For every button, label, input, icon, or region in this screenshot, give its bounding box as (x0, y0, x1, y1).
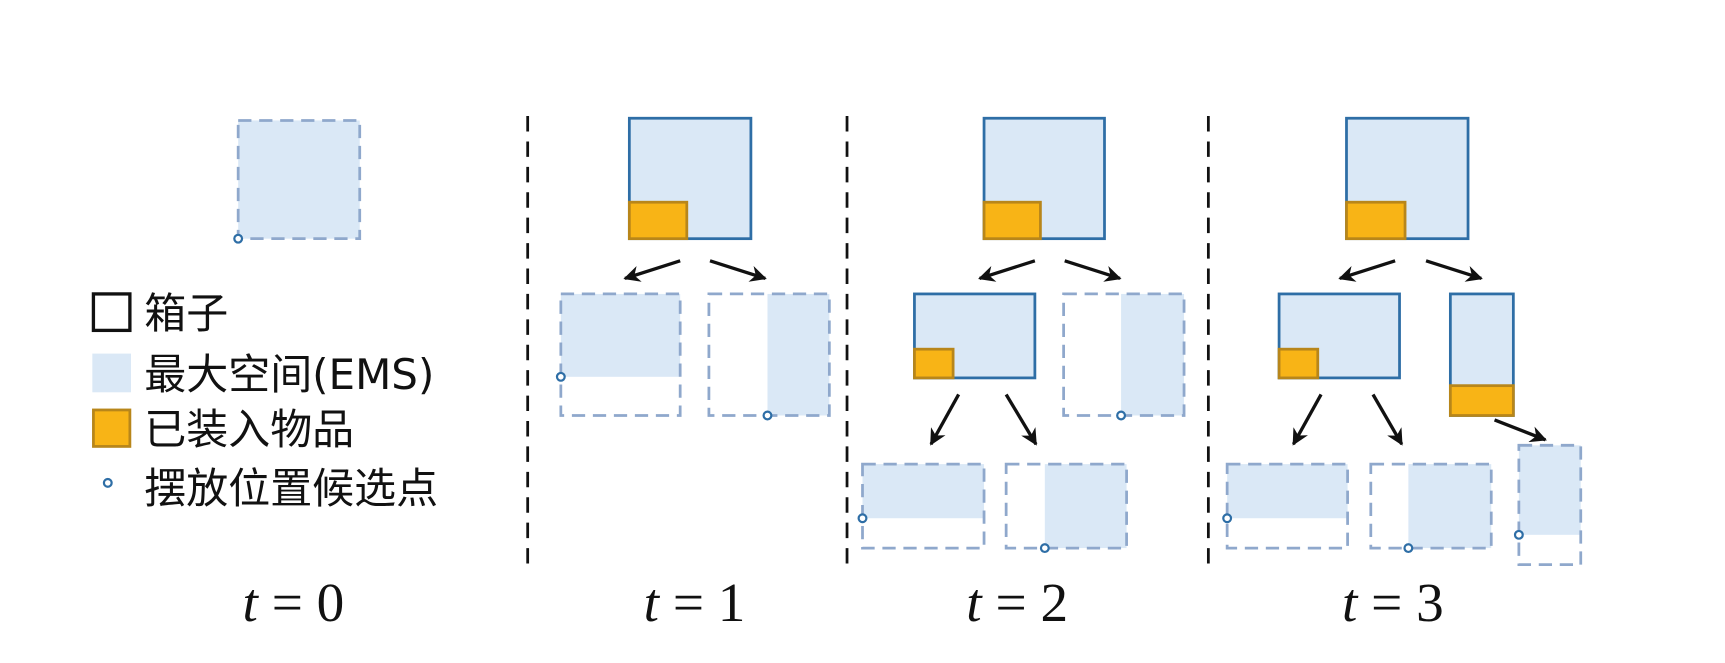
ems-outline (1225, 462, 1349, 550)
ems-fill (1408, 464, 1492, 549)
packed-item (982, 200, 1042, 241)
time-label-3: t = 3 (1342, 572, 1444, 633)
ems-outline (1517, 443, 1583, 567)
ems-fill (1044, 464, 1127, 549)
packed-item (1345, 200, 1407, 241)
ems-fill (238, 120, 360, 239)
candidate-point (1513, 529, 1524, 540)
candidate-point (555, 371, 566, 382)
ems-fill (1227, 464, 1348, 519)
candidate-point (857, 513, 868, 524)
ems-fill (1518, 445, 1581, 535)
candidate-point (762, 410, 773, 421)
legend-point-label: 摆放位置候选点 (144, 464, 438, 513)
candidate-point (1039, 543, 1050, 554)
ems-fill (560, 293, 681, 377)
arrow (929, 393, 961, 446)
packed-item (913, 347, 955, 380)
ems-outline (1369, 462, 1493, 550)
ems-fill (862, 464, 985, 519)
ems-outline (1004, 462, 1128, 550)
arrow (1338, 259, 1396, 282)
arrow (1493, 418, 1547, 443)
time-labels: t = 0 t = 1 t = 2 t = 3 (243, 572, 1444, 633)
arrow (1292, 393, 1323, 446)
candidate-point (1116, 410, 1127, 421)
arrow (1371, 393, 1404, 446)
legend-ems-icon (92, 353, 131, 393)
candidate-point (1222, 513, 1233, 524)
arrow (978, 259, 1036, 282)
arrow (1004, 393, 1038, 446)
arrow (709, 259, 767, 282)
arrow (1064, 259, 1122, 282)
time-label-0: t = 0 (243, 572, 345, 633)
ems-outline (559, 292, 682, 417)
ems-outline (861, 462, 986, 550)
legend-ems-label: 最大空间(EMS) (144, 350, 434, 399)
time-label-2: t = 2 (966, 572, 1068, 633)
candidate-point (1403, 543, 1414, 554)
packed-item (627, 200, 689, 241)
arrow (623, 259, 681, 282)
legend-box-icon (91, 292, 132, 333)
arrow (1425, 259, 1483, 282)
legend: 箱子 最大空间(EMS) 已装入物品 摆放位置候选点 (91, 289, 438, 513)
ems-outline (236, 119, 362, 241)
legend-item-label: 已装入物品 (144, 405, 354, 454)
time-label-1: t = 1 (644, 572, 746, 633)
legend-box-label: 箱子 (144, 289, 228, 338)
ems-fill (1121, 293, 1185, 416)
legend-item-icon (92, 408, 132, 448)
candidate-point (233, 233, 244, 244)
ems-fill (767, 293, 830, 416)
packed-item (1277, 347, 1320, 380)
legend-point-icon (102, 477, 113, 488)
packed-item (1448, 384, 1515, 417)
